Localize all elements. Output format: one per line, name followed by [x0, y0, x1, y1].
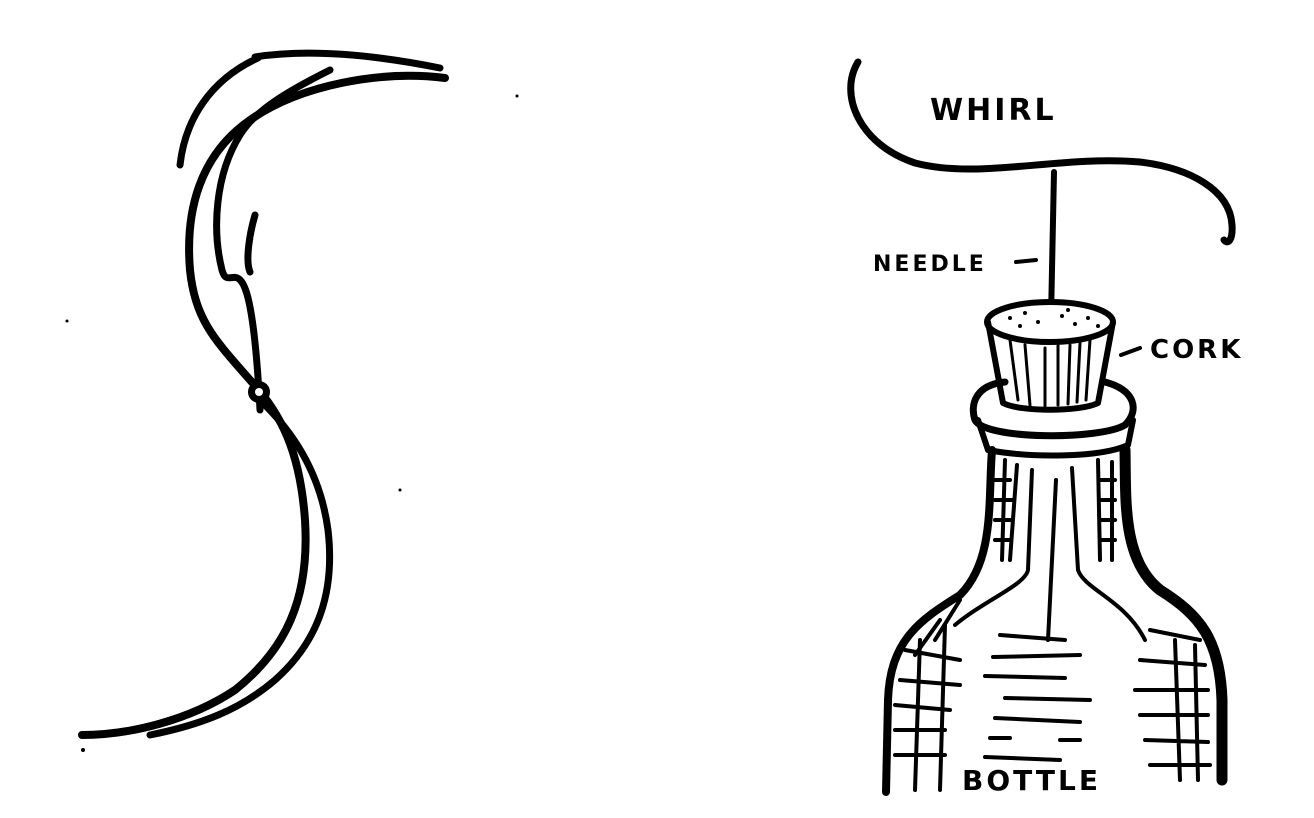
pivot-hole-center: [255, 388, 263, 396]
bottle-outline-right: [1119, 444, 1228, 786]
cork-texture-dots: [1008, 308, 1100, 328]
needle: [1048, 169, 1057, 321]
s-whirl-drawing: [65, 49, 519, 752]
bottle-assembly-drawing: WHIRL NEEDLE CORK BOTTLE: [847, 58, 1243, 797]
cork-leader-line: [1119, 346, 1142, 357]
needle-leader-line: [1014, 258, 1038, 264]
whirl-inner-edge: [213, 66, 334, 414]
bottle-center-line: [1046, 478, 1058, 642]
basket-weave-left: [893, 458, 1019, 792]
label-bottle: BOTTLE: [962, 764, 1101, 797]
speck: [515, 94, 519, 98]
label-cork: CORK: [1150, 335, 1243, 365]
cork: [984, 299, 1116, 413]
bottle-lip: [969, 378, 1137, 440]
label-needle: NEEDLE: [873, 252, 987, 277]
speck: [65, 319, 69, 323]
whirl-inner-edge-lower: [146, 401, 334, 739]
speck: [398, 488, 402, 492]
glass-highlights: [983, 633, 1092, 762]
whirl-inner-edge-upper: [176, 49, 444, 169]
bottle-outline-left: [882, 446, 996, 796]
whirl-side-view: [847, 58, 1236, 246]
label-whirl: WHIRL: [930, 93, 1057, 128]
bottle-neck-inner: [953, 466, 1147, 642]
speck: [81, 748, 85, 752]
basket-weave-right: [1096, 458, 1212, 782]
